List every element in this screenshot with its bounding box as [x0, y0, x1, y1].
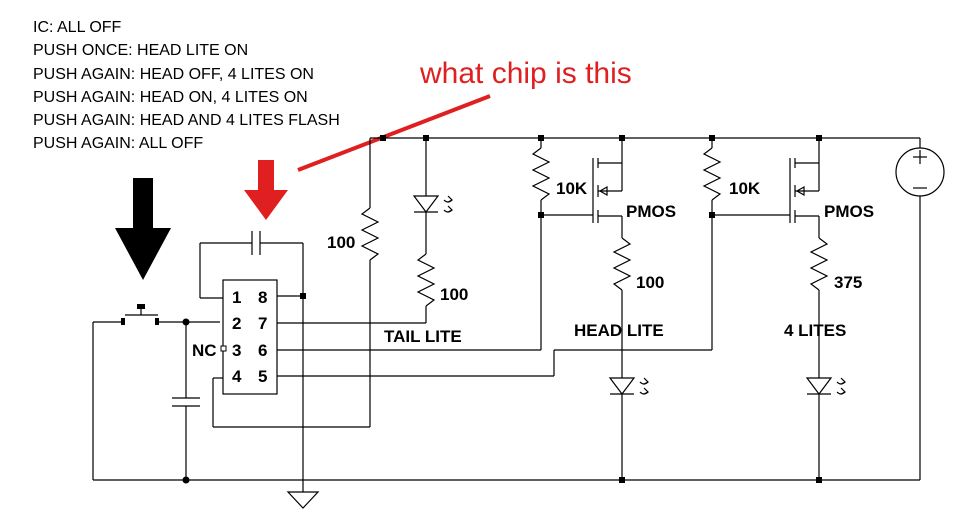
- junction-dot: [300, 293, 306, 299]
- instruction-line: PUSH AGAIN: HEAD ON, 4 LITES ON: [33, 89, 308, 106]
- ic-chip[interactable]: [222, 279, 278, 395]
- junction-dot: [816, 135, 822, 141]
- capacitor-icon: [172, 322, 200, 480]
- resistor-icon: [360, 207, 380, 261]
- resistor-icon: [809, 237, 829, 291]
- pushbutton-icon: [92, 304, 220, 480]
- resistor-icon: [416, 253, 436, 307]
- junction-dot: [423, 135, 429, 141]
- junction-dot: [182, 318, 190, 326]
- mosfet-icon: [592, 138, 623, 238]
- instruction-line: PUSH AGAIN: HEAD OFF, 4 LITES ON: [33, 66, 314, 83]
- mosfet-label: PMOS: [626, 202, 676, 221]
- pin-label: 5: [258, 367, 267, 386]
- resistor-label: 10K: [729, 179, 761, 198]
- ground-icon: [286, 480, 320, 509]
- chip-arrow-icon: [244, 160, 288, 220]
- pin-label: 4: [232, 367, 242, 386]
- instruction-line: PUSH AGAIN: ALL OFF: [33, 135, 203, 152]
- resistor-label: 100: [636, 273, 664, 292]
- junction-dot: [182, 476, 190, 484]
- junction-dot: [538, 135, 544, 141]
- instruction-list: IC: ALL OFF PUSH ONCE: HEAD LITE ON PUSH…: [33, 19, 340, 152]
- instruction-line: PUSH AGAIN: HEAD AND 4 LITES FLASH: [33, 112, 340, 129]
- head-lite-label: HEAD LITE: [574, 321, 664, 340]
- pin-label: 2: [232, 314, 241, 333]
- nc-pin-marker: [220, 345, 227, 352]
- pin-label: 8: [258, 288, 267, 307]
- annotation-pointer-line: [297, 94, 491, 172]
- resistor-label: 100: [327, 233, 355, 252]
- pin-label: 1: [232, 288, 241, 307]
- instruction-line: PUSH ONCE: HEAD LITE ON: [33, 42, 248, 59]
- resistor-label: 100: [440, 285, 468, 304]
- resistor-icon: [612, 237, 632, 291]
- tail-lite-label: TAIL LITE: [384, 327, 462, 346]
- led-icon: [608, 377, 650, 395]
- resistor-icon: [531, 147, 551, 201]
- annotation-text: what chip is this: [419, 57, 632, 90]
- led-icon: [805, 377, 847, 395]
- junction-dot: [619, 135, 625, 141]
- mosfet-label: PMOS: [824, 202, 874, 221]
- junction-dot: [816, 477, 822, 483]
- instruction-line: IC: ALL OFF: [33, 19, 122, 36]
- feedback-capacitor-icon: [199, 231, 304, 299]
- pin-label: 6: [258, 341, 267, 360]
- push-arrow-icon: [115, 178, 171, 280]
- junction-dot: [709, 135, 715, 141]
- four-lites-label: 4 LITES: [784, 321, 846, 340]
- mosfet-icon: [789, 138, 820, 238]
- resistor-icon: [702, 147, 722, 201]
- nc-label: NC: [192, 341, 217, 360]
- pin-label: 7: [258, 314, 267, 333]
- junction-dot: [380, 135, 386, 141]
- led-icon: [412, 195, 454, 213]
- pin-label: 3: [232, 341, 241, 360]
- resistor-label: 375: [834, 273, 862, 292]
- battery-icon: [895, 138, 945, 480]
- resistor-label: 10K: [556, 179, 588, 198]
- junction-dot: [619, 477, 625, 483]
